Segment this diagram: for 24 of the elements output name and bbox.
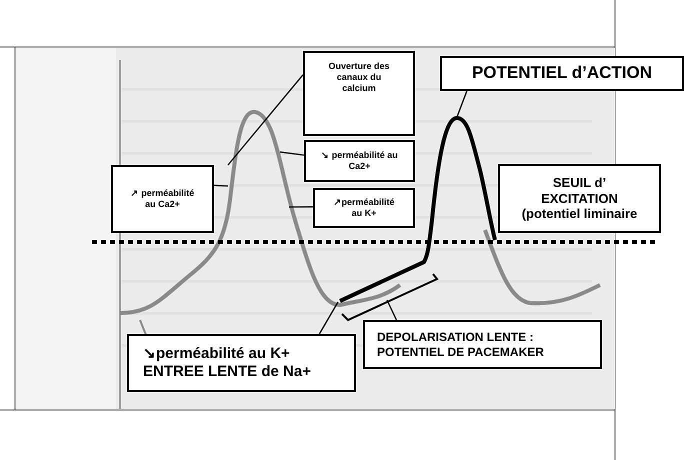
leader-line	[318, 302, 339, 334]
leader-line	[289, 206, 313, 208]
callout-text: ↘perméabilité au K+ ENTREE LENTE de Na+	[143, 345, 312, 381]
callout-box	[303, 51, 415, 136]
callout-box	[304, 140, 415, 182]
leader-line	[280, 151, 304, 156]
callout-text: DEPOLARISATION LENTE : POTENTIEL DE PACEMAKER	[377, 330, 545, 359]
callout-text: SEUIL d’ EXCITATION (potentiel liminaire	[520, 175, 638, 222]
callout-text: Ouverture des canaux du calcium	[327, 61, 391, 94]
callout-box	[440, 56, 684, 91]
callout-text: ↘ perméabilité au Ca2+	[320, 150, 399, 172]
leader-line	[456, 90, 468, 118]
callout-text: ↗perméabilité au K+	[332, 197, 396, 219]
callout-box	[498, 164, 661, 233]
callout-box	[363, 320, 602, 369]
callout-box	[127, 334, 356, 392]
callout-box	[111, 165, 214, 233]
callout-text: POTENTIEL d’ACTION	[472, 63, 652, 84]
bracket	[341, 273, 439, 322]
callout-text: ↗ perméabilité au Ca2+	[130, 188, 196, 210]
leader-line	[228, 74, 304, 166]
callout-box	[313, 188, 415, 228]
leader-line	[214, 184, 228, 187]
leader-line	[386, 300, 398, 320]
